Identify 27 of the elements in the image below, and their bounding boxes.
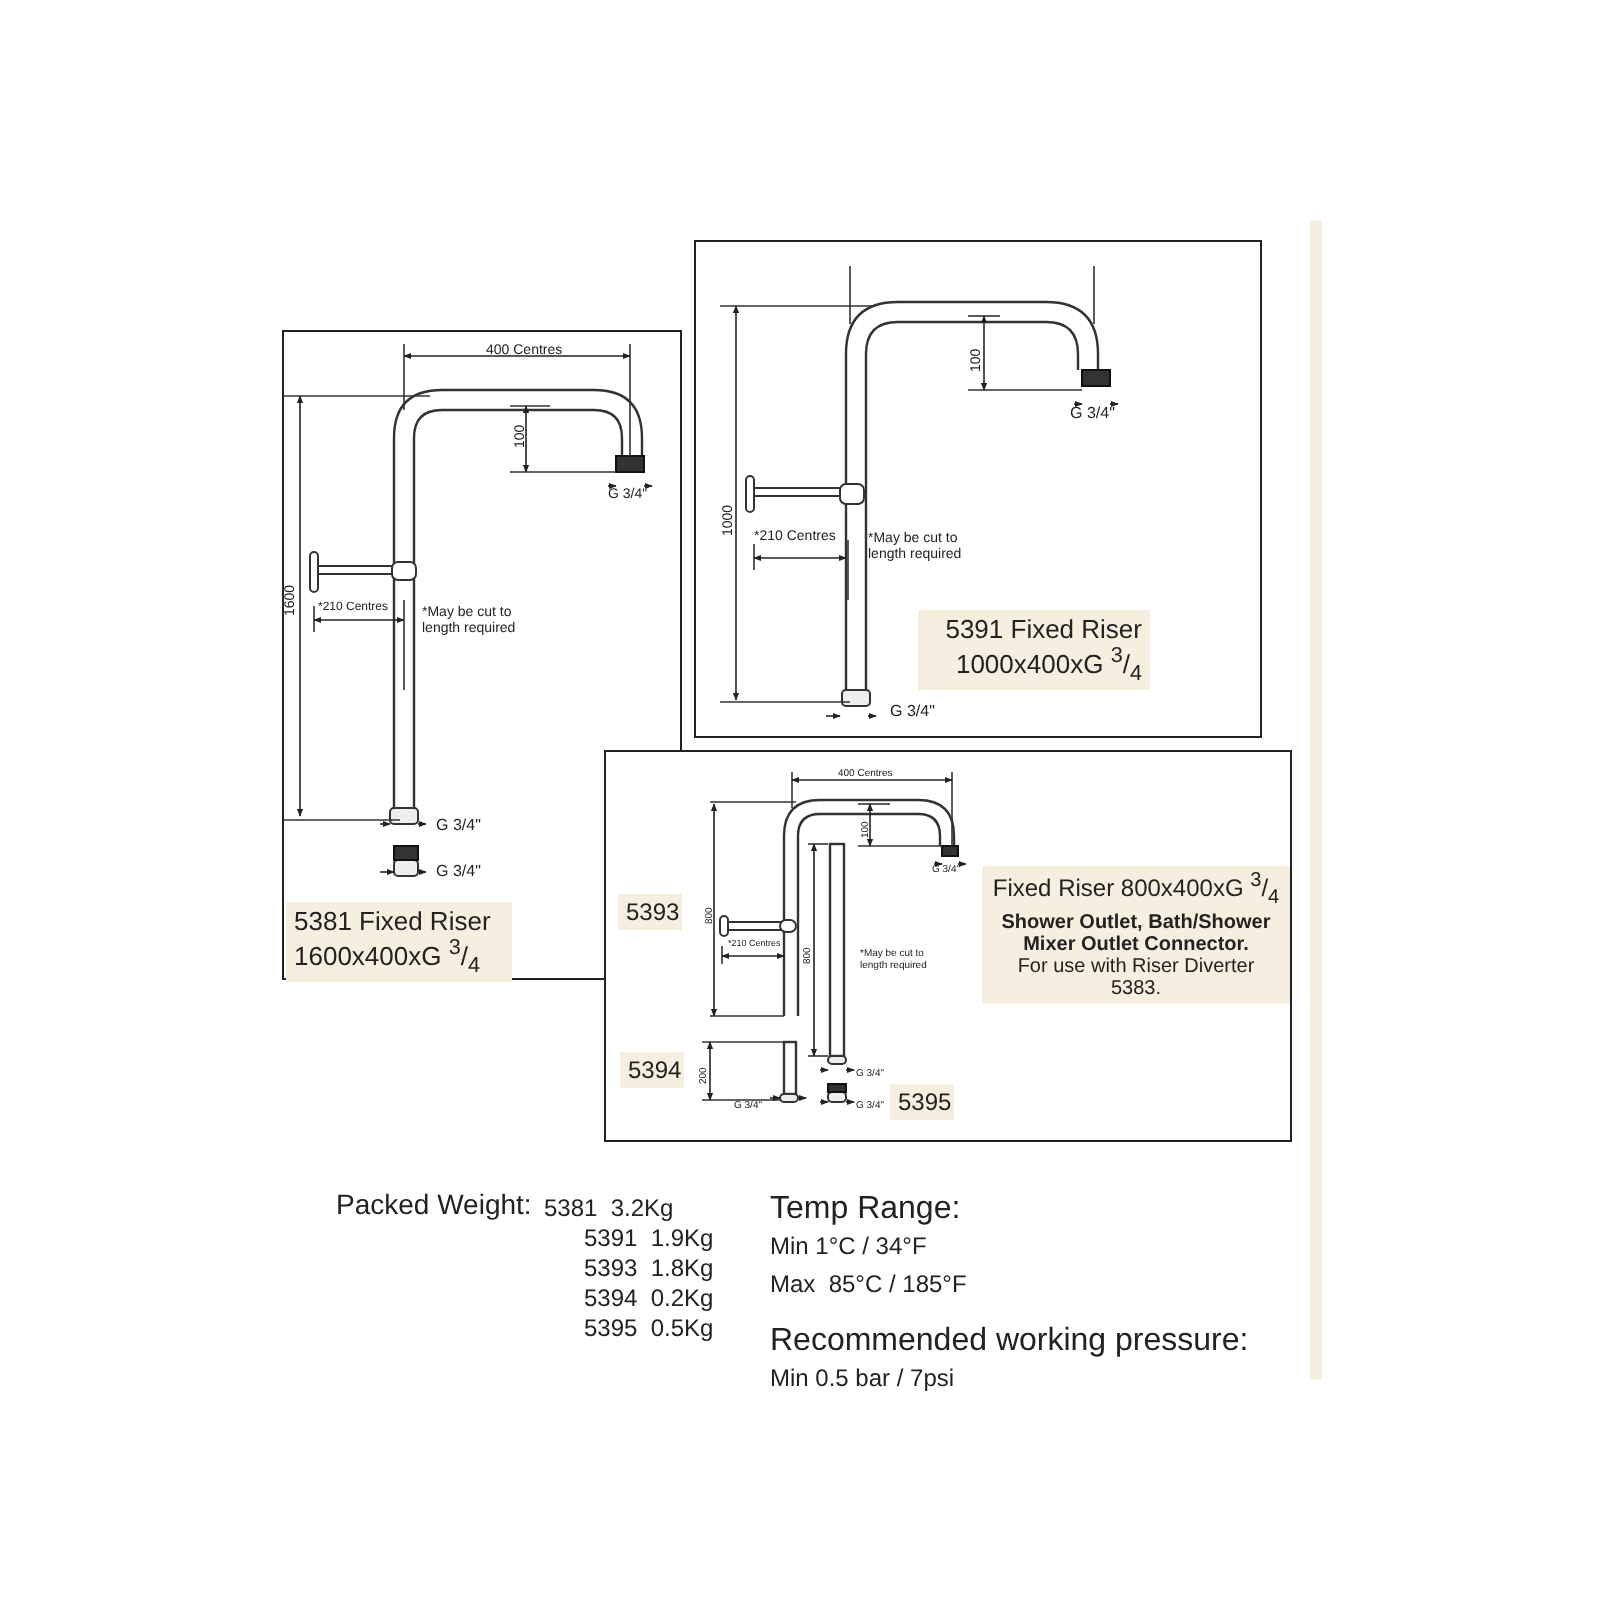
- caption-panel: [982, 866, 1290, 1005]
- drawing-panel: [604, 750, 1292, 1142]
- dimension-label: G 3/4": [1070, 406, 1115, 424]
- dimension-label: G 3/4": [436, 818, 481, 836]
- product-caption: 5391 Fixed Riser 1000x400xG $^{3}$/$_{4}$: [918, 610, 1150, 690]
- spec-heading: Packed Weight:: [336, 1190, 532, 1221]
- usage-note: For use with Riser Diverter 5383.: [1015, 956, 1257, 1001]
- product-description: Shower Outlet, Bath/Shower Mixer Outlet Connector.: [999, 912, 1273, 957]
- drawing-panel: [694, 240, 1262, 738]
- dimension-label: G 3/4": [890, 704, 935, 722]
- product-title: Fixed Riser 800x400xG $^{3}$/$_{4}$: [990, 870, 1282, 909]
- spec-heading: Temp Range:: [770, 1192, 961, 1228]
- spec-text: Min 1°C / 34°F: [770, 1234, 927, 1261]
- spec-text: Max 85°C / 185°F: [770, 1272, 967, 1299]
- spec-text: 5395 0.5Kg: [584, 1316, 714, 1343]
- dimension-label: G 3/4": [436, 864, 481, 882]
- spec-text: Min 0.5 bar / 7psi: [770, 1366, 955, 1393]
- product-caption: 5381 Fixed Riser 1600x400xG $^{3}$/$_{4}$: [286, 902, 512, 982]
- spec-text: 5394 0.2Kg: [584, 1286, 714, 1313]
- part-number-tag: 5395: [890, 1084, 954, 1120]
- spec-text: 5381 3.2Kg: [544, 1196, 674, 1223]
- spec-heading: Recommended working pressure:: [770, 1324, 1249, 1360]
- spec-text: 5393 1.8Kg: [584, 1256, 714, 1283]
- part-number-tag: 5394: [620, 1052, 684, 1088]
- part-number-tag: 5393: [618, 894, 682, 930]
- spec-text: 5391 1.9Kg: [584, 1226, 714, 1253]
- drawing-panel: [282, 330, 682, 980]
